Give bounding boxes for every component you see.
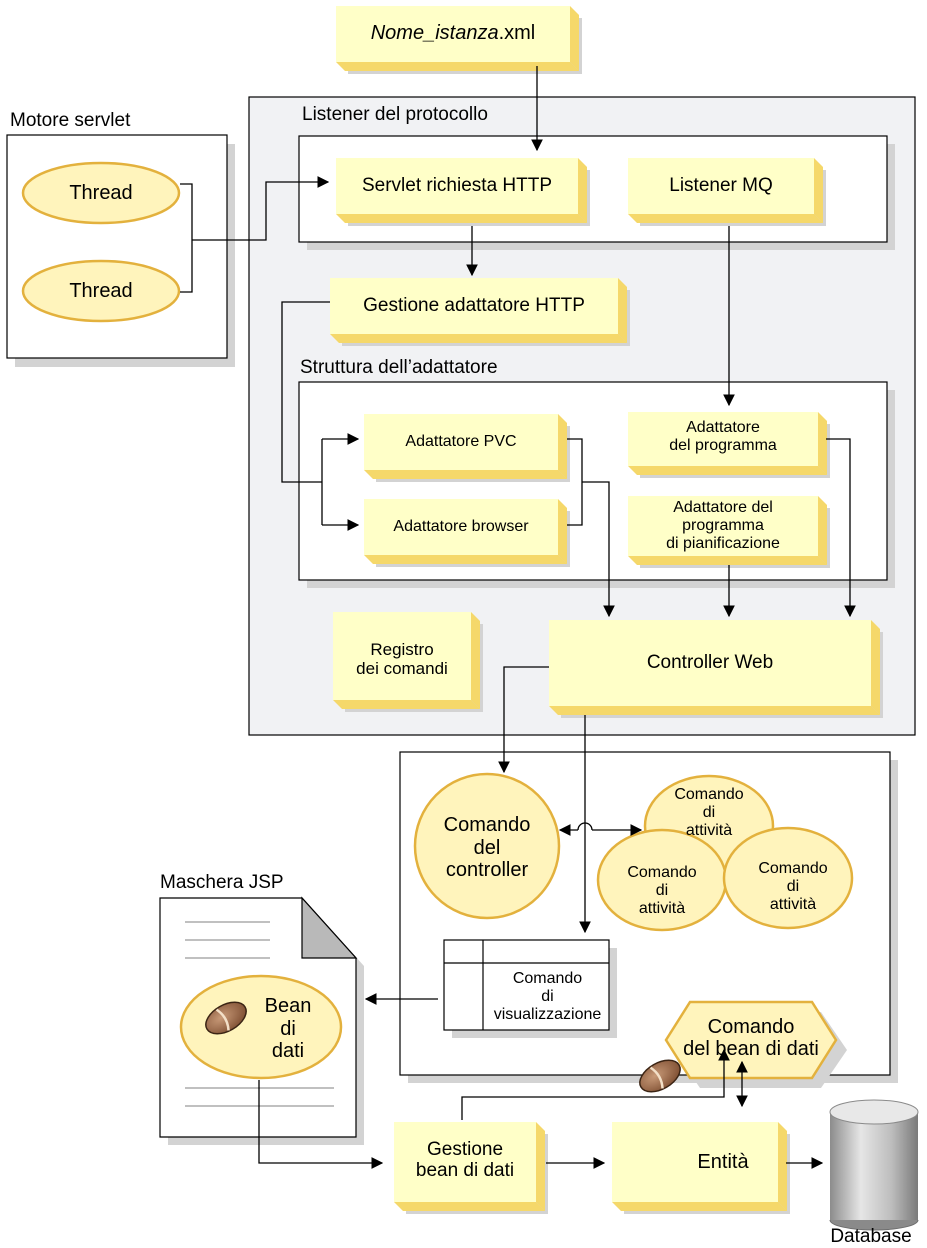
pvc-adapter-label: Adattatore PVC [405,433,517,451]
databean-command-line-2: del bean di dati [683,1038,819,1060]
thread-label-2: Thread [69,279,133,302]
databean-command-line-1: Comando [707,1015,795,1038]
web-controller-label: Controller Web [646,652,774,674]
pvc-adapter-box [364,414,570,482]
database-cylinder [829,1099,919,1231]
bean-icon [205,1001,247,1035]
http-servlet-box [336,158,590,226]
program-adapter-line-2: del programma [669,437,777,454]
command-registry-label: Registro dei comandi [333,622,471,696]
component-boxes [330,6,883,1214]
view-command-line-2: di [541,988,554,1006]
databean-manager-line-1: Gestione [426,1138,504,1160]
controller-command-line-1: Comando [443,814,531,837]
task-command-label-1: Comando di attività [660,782,758,844]
task-command-3-line-2: di [786,878,800,896]
adapter-framework-title: Struttura dell’adattatore [300,357,498,379]
databean-command-label: Comando del bean di dati [660,1010,842,1066]
task-command-3-line-1: Comando [758,860,828,878]
view-command-label: Comando di visualizzazione [486,966,609,1028]
program-adapter-label: Adattatore del programma [628,412,818,462]
task-command-2-line-2: di [655,882,669,900]
databean-manager-label: Gestione bean di dati [394,1132,536,1188]
program-adapter-line-1: Adattatore [686,419,760,437]
entity-label: Entità [697,1150,749,1173]
databean-ellipse [179,974,343,1080]
http-adapter-manager-box [330,278,630,346]
browser-adapter-box [364,499,570,567]
jsp-template-title: Maschera JSP [160,872,284,894]
servlet-engine-title: Motore servlet [10,110,131,132]
task-command-2-line-3: attività [638,899,686,917]
command-registry-line-2: dei comandi [356,659,448,678]
databean-manager-line-2: bean di dati [415,1160,515,1181]
databean-line-3: dati [271,1040,305,1063]
view-command-line-3: visualizzazione [493,1005,602,1023]
controller-command-circle [413,772,561,920]
http-adapter-manager-label: Gestione adattatore HTTP [363,295,585,317]
task-command-1-line-3: attività [685,821,733,839]
controller-command-line-2: del [473,836,501,859]
view-command-box [443,939,617,1038]
databean-manager-box [394,1122,548,1214]
task-command-3-line-3: attività [769,895,817,913]
task-command-2-line-1: Comando [627,864,697,882]
database-label: Database [830,1226,912,1248]
browser-adapter-label: Adattatore browser [393,518,529,536]
scheduler-adapter-line-1: Adattatore del [673,499,773,517]
scheduler-adapter-line-2: programma [682,517,764,535]
connectors [180,66,856,1169]
instance-file-label: Nome_istanza.xml [336,13,570,53]
thread-label-1: Thread [69,181,133,204]
web-controller-box [549,620,883,718]
mq-listener-box [628,158,826,226]
entity-box [612,1122,790,1214]
controller-command-label: Comando del controller [417,806,557,890]
instance-file-box [336,6,582,74]
databean-command-hexagon [664,1000,847,1088]
task-command-label-3: Comando di attività [744,856,842,918]
instance-file-name: Nome_istanza [370,21,499,44]
command-registry-box [333,612,483,712]
task-command-label-2: Comando di attività [613,860,711,922]
protocol-listener-title: Listener del protocollo [302,104,488,126]
controller-command-line-3: controller [445,859,529,882]
task-command-ellipse-3 [722,826,854,930]
task-command-1-line-1: Comando [674,786,744,804]
databean-line-1: Bean [264,995,312,1018]
scheduler-adapter-line-3: di pianificazione [666,534,780,552]
bean-icon [639,1059,681,1093]
instance-file-extension: .xml [498,21,536,44]
databean-line-2: di [280,1017,296,1040]
databean-label: Bean di dati [254,990,322,1068]
command-registry-line-1: Registro [370,639,434,659]
thread-ellipse-1 [21,161,181,225]
http-servlet-label: Servlet richiesta HTTP [361,175,553,197]
program-adapter-box [628,412,830,478]
thread-ellipse-2 [21,259,181,323]
view-command-line-1: Comando [512,970,583,988]
scheduler-adapter-box [628,496,830,568]
scheduler-adapter-label: Adattatore del programma di pianificazio… [628,496,818,556]
mq-listener-label: Listener MQ [669,175,773,197]
task-command-1-line-2: di [702,804,716,822]
